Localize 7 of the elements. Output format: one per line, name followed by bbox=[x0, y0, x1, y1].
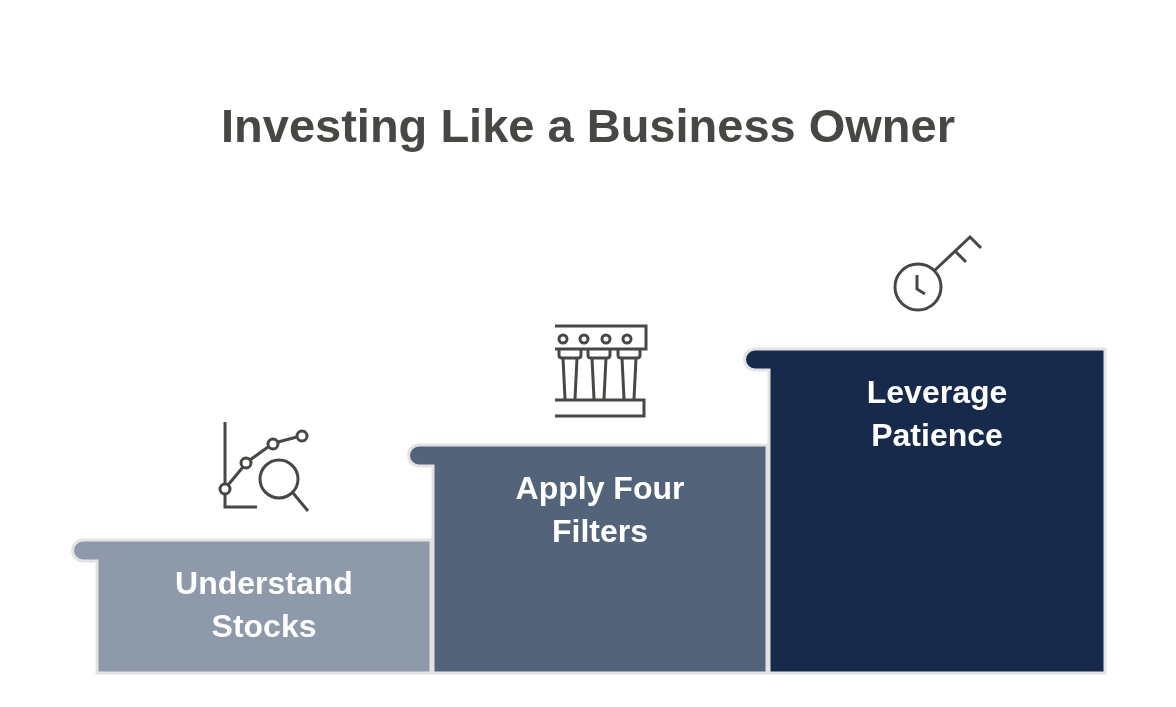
diagram-title: Investing Like a Business Owner bbox=[221, 98, 955, 154]
step-label: Leverage Patience bbox=[865, 373, 1009, 455]
step-block bbox=[70, 538, 433, 675]
step-label: Understand Stocks bbox=[174, 564, 354, 646]
step-block bbox=[406, 443, 769, 675]
step-block bbox=[742, 347, 1107, 675]
step-label: Apply Four Filters bbox=[514, 469, 686, 551]
